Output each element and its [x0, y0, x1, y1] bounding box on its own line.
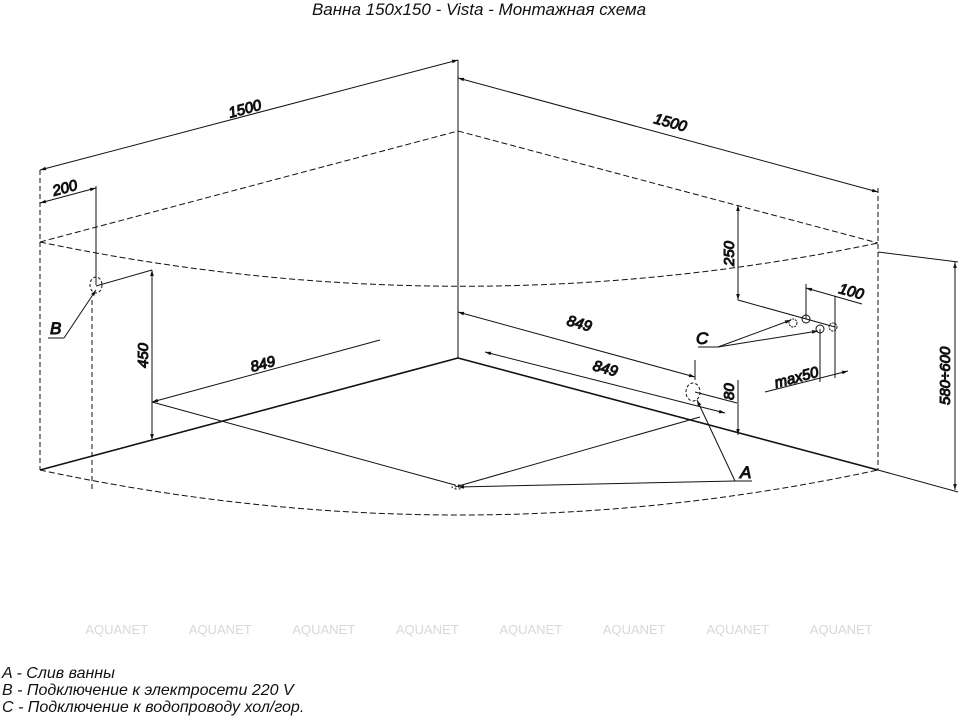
watermark-text: AQUANET — [809, 622, 873, 637]
page-title: Ванна 150x150 - Vista - Монтажная схема — [311, 0, 647, 19]
watermark-text: AQUANET — [395, 622, 459, 637]
legend-item-a: A - Слив ванны — [2, 665, 115, 682]
dim-right-diag-upper: 849 — [565, 312, 594, 335]
legend-item-c: C - Подключение к водопроводу хол/гор. — [2, 699, 305, 716]
watermark-text: AQUANET — [292, 622, 356, 637]
dim-right-diag-lower: 849 — [591, 357, 620, 380]
dim-max-c: max50 — [773, 364, 822, 392]
watermark-text: AQUANET — [499, 622, 563, 637]
dim-left-diag: 849 — [249, 353, 278, 376]
dim-total-height: 580÷600 — [937, 346, 954, 405]
dim-height-c: 250 — [721, 240, 738, 267]
marker-c-label: C — [696, 329, 709, 348]
marker-a-label: A — [739, 463, 751, 482]
watermark-row: AQUANET AQUANET AQUANET AQUANET AQUANET … — [0, 622, 958, 637]
watermark-text: AQUANET — [85, 622, 149, 637]
dim-spacing-c: 100 — [837, 280, 866, 303]
watermark-text: AQUANET — [706, 622, 770, 637]
dim-left-width: 1500 — [227, 97, 264, 122]
watermark-text: AQUANET — [602, 622, 666, 637]
marker-b-label: B — [50, 319, 61, 338]
dim-left-offset: 200 — [50, 177, 80, 200]
legend: A - Слив ванны B - Подключение к электро… — [2, 665, 304, 716]
watermark-text: AQUANET — [188, 622, 252, 637]
dim-height-b: 450 — [135, 342, 152, 368]
dim-height-a: 80 — [721, 383, 738, 400]
legend-item-b: B - Подключение к электросети 220 V — [2, 682, 294, 699]
